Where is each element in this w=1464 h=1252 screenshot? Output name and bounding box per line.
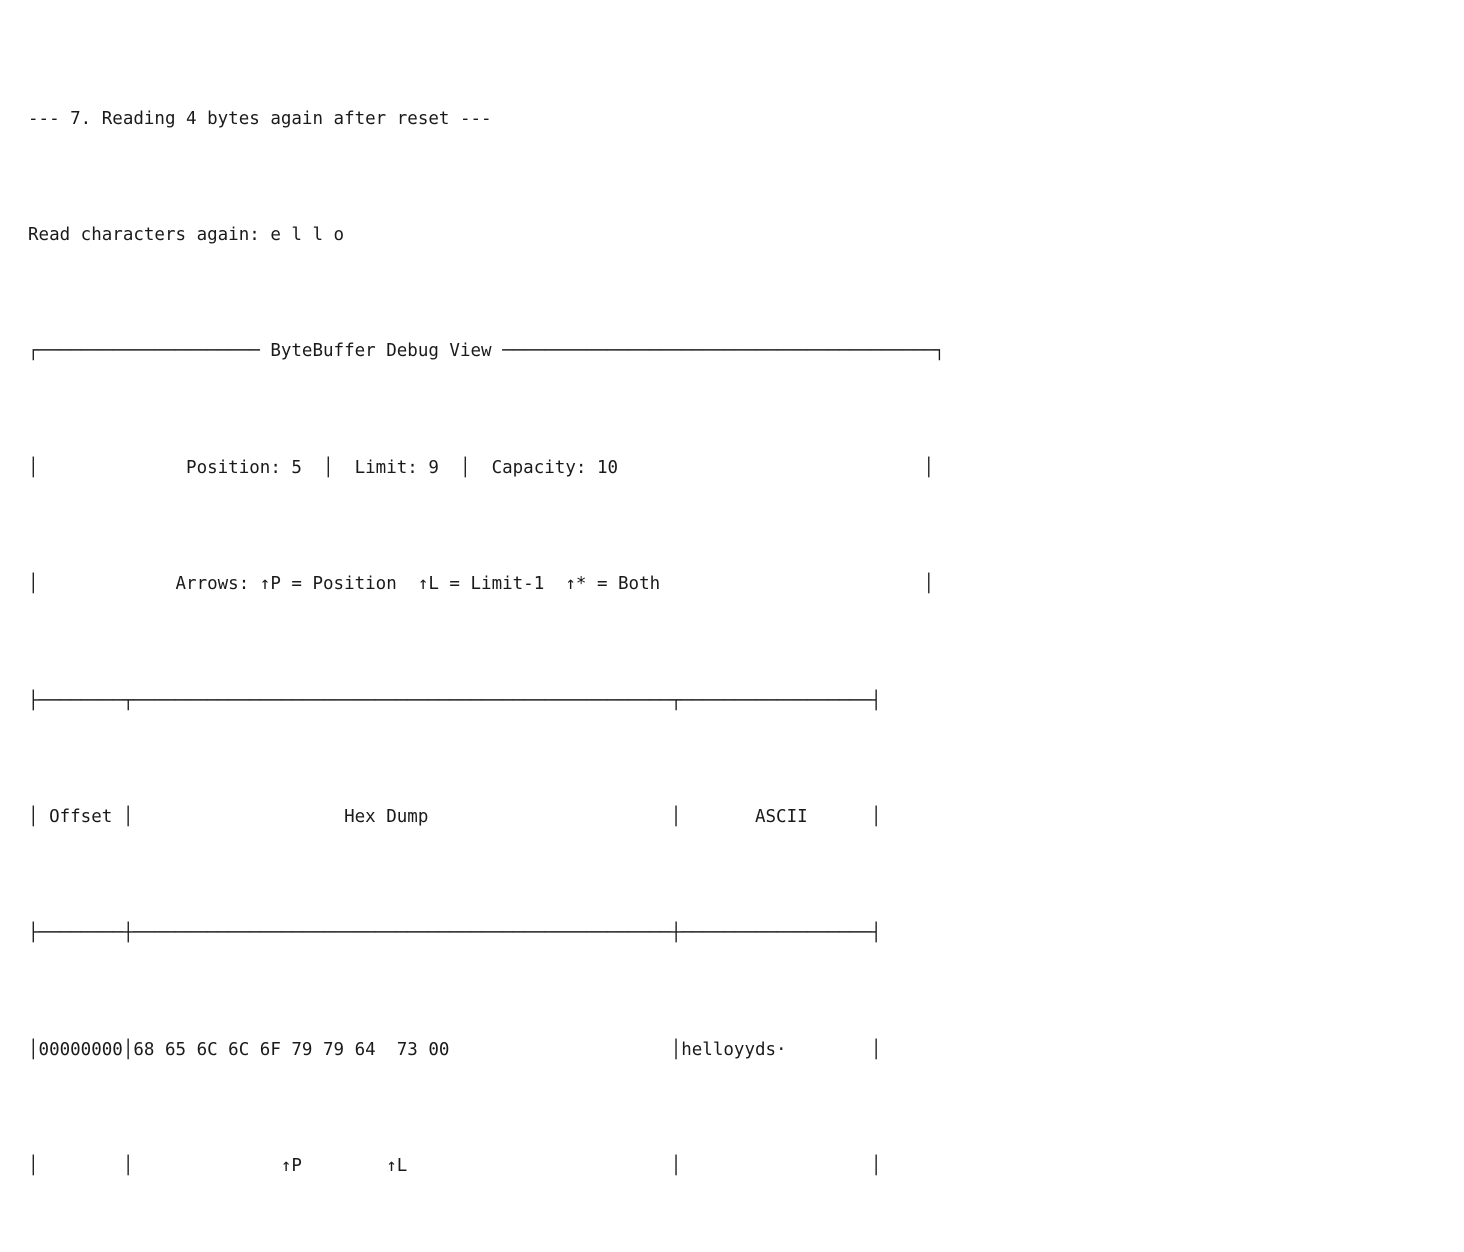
table-column-header-row: │ Offset │ Hex Dump │ ASCII │	[28, 806, 882, 827]
debug-view-arrows-legend-line: │ Arrows: ↑P = Position ↑L = Limit-1 ↑* …	[28, 574, 935, 595]
debug-view-stats-line: │ Position: 5 │ Limit: 9 │ Capacity: 10 …	[28, 457, 935, 478]
section-header-line: --- 7. Reading 4 bytes again after reset…	[28, 108, 492, 129]
read-characters-line: Read characters again: e l l o	[28, 224, 345, 245]
table-data-row: │00000000│68 65 6C 6C 6F 79 79 64 73 00 …	[28, 1039, 882, 1060]
table-header-separator-bottom: ├────────┼──────────────────────────────…	[28, 923, 882, 944]
terminal-output: --- 7. Reading 4 bytes again after reset…	[28, 22, 945, 1252]
table-marker-row: │ │ ↑P ↑L │ │	[28, 1156, 882, 1177]
debug-view-top-border: ┌───────────────────── ByteBuffer Debug …	[28, 341, 945, 362]
table-header-separator-top: ├────────┬──────────────────────────────…	[28, 690, 882, 711]
